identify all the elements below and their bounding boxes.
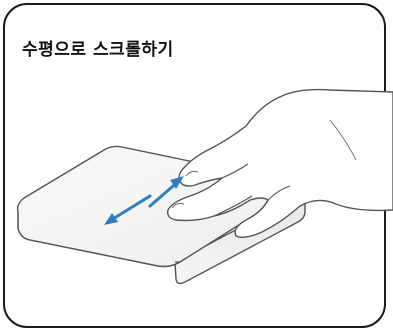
hand-illustration (168, 90, 393, 238)
